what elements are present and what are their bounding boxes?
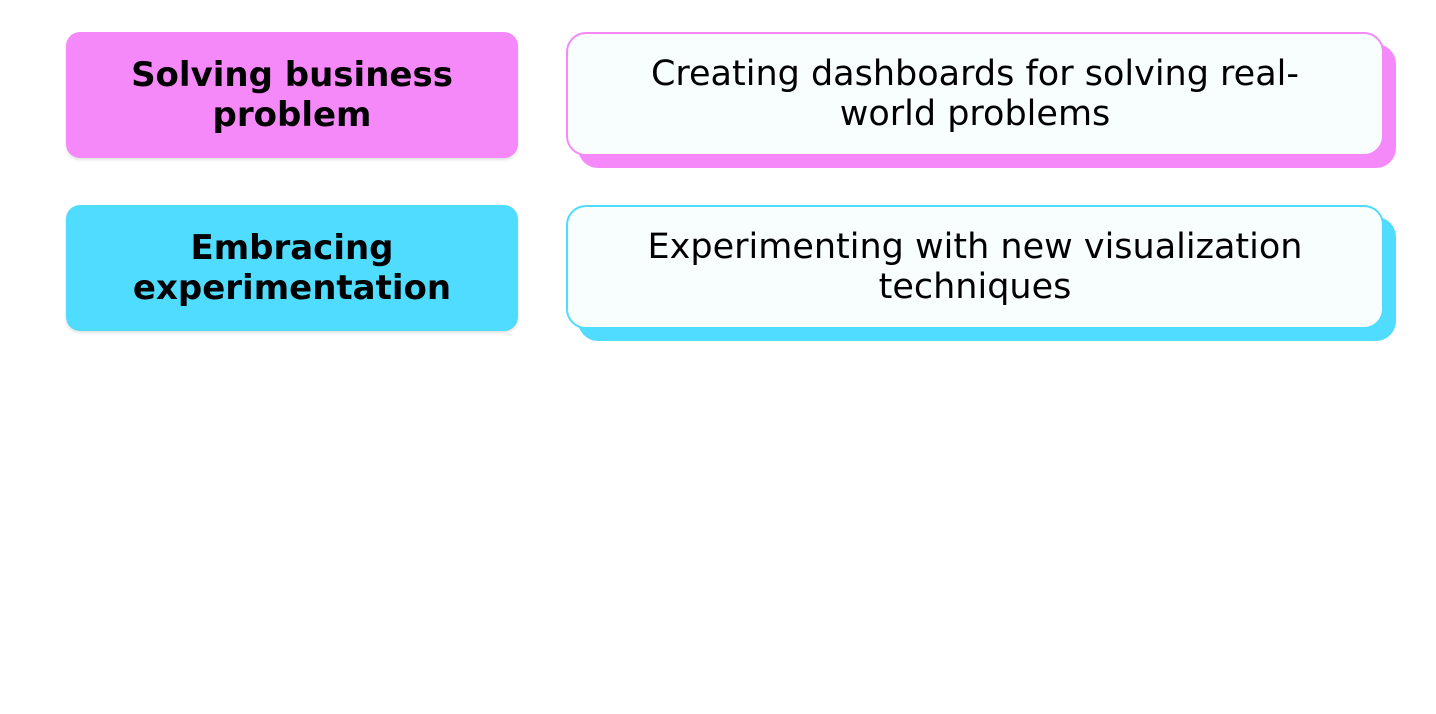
row-description: Experimenting with new visualization tec… [647, 227, 1303, 307]
row-description: Creating dashboards for solving real-wor… [650, 54, 1300, 134]
row-solving-business-problem: Solving business problem Creating dashbo… [0, 32, 1436, 172]
row-embracing-experimentation: Embracing experimentation Experimenting … [0, 205, 1436, 345]
row-label: Embracing experimentation [132, 228, 452, 308]
description-box: Experimenting with new visualization tec… [566, 205, 1384, 329]
row-label: Solving business problem [131, 55, 453, 135]
description-box: Creating dashboards for solving real-wor… [566, 32, 1384, 156]
label-box: Solving business problem [66, 32, 518, 158]
label-box: Embracing experimentation [66, 205, 518, 331]
